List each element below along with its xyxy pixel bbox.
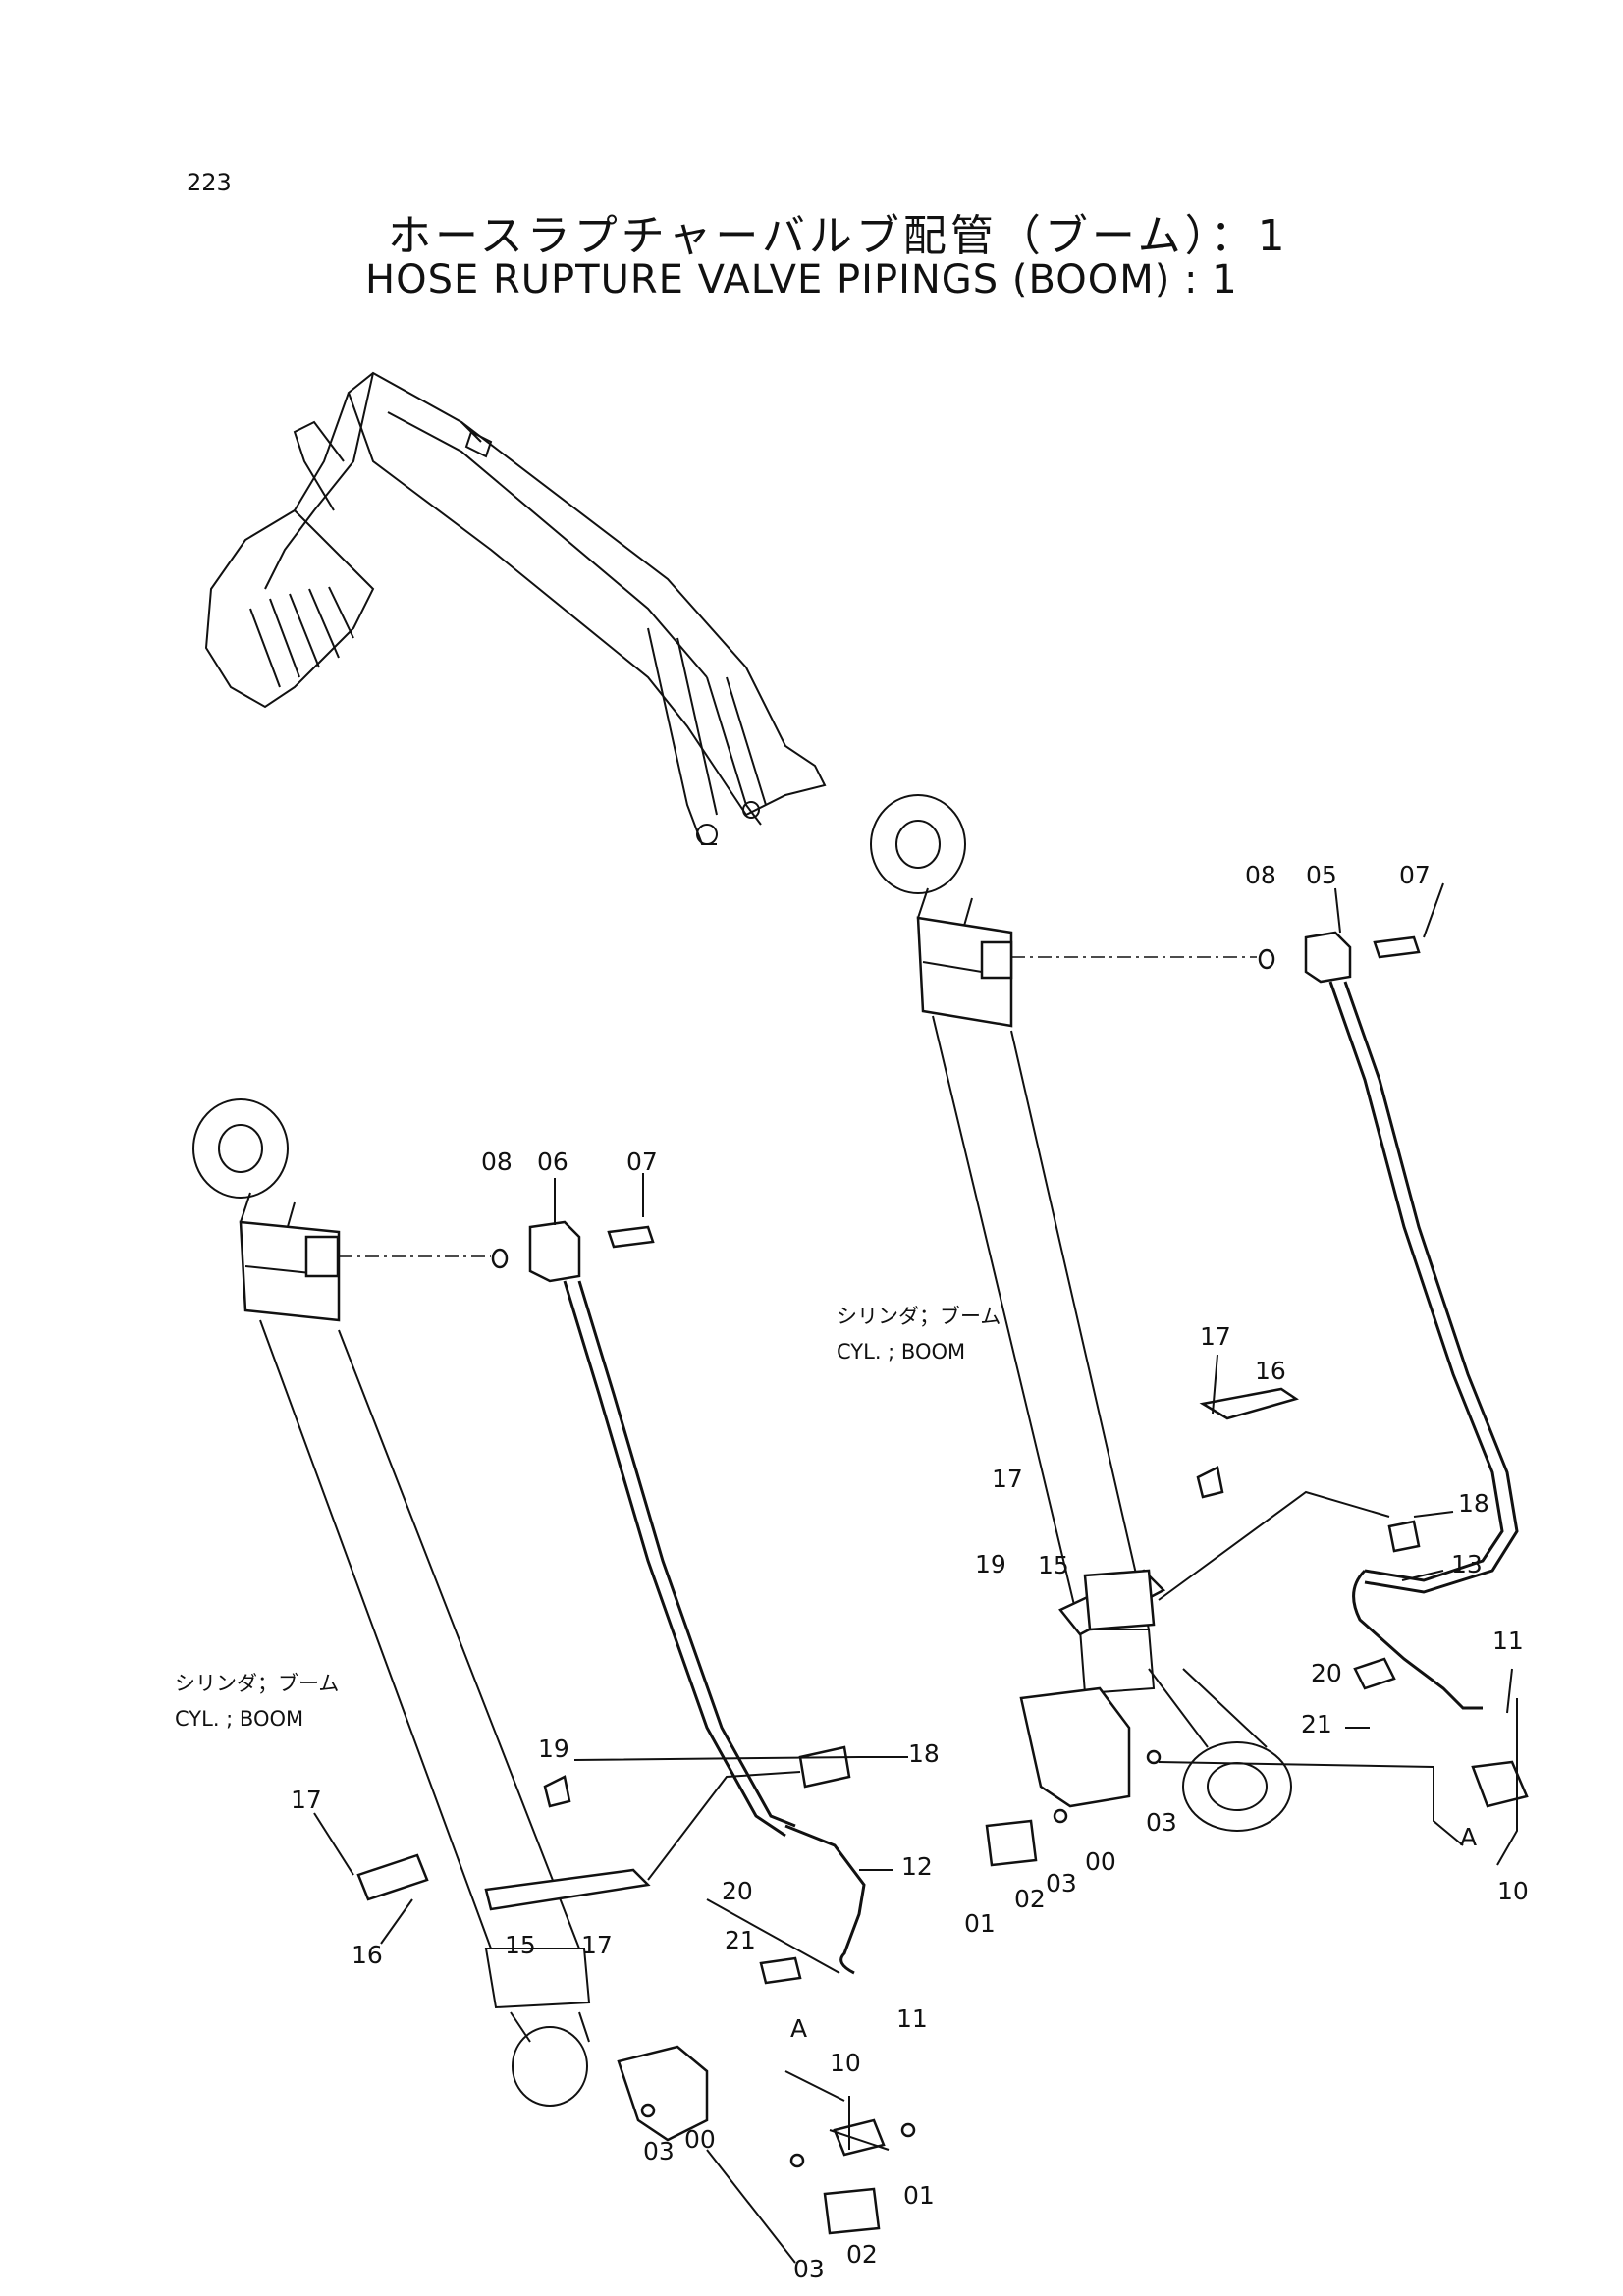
note-english: CYL. ; BOOM (837, 1340, 965, 1363)
callout-label: 10 (830, 2049, 861, 2077)
left-pipe-assembly (339, 1220, 916, 2264)
callout-label: 18 (1458, 1489, 1489, 1518)
callout-label: 17 (1200, 1322, 1231, 1351)
callout-label: 01 (903, 2181, 935, 2210)
callout-label: 10 (1497, 1877, 1529, 1905)
callout-label: 06 (537, 1148, 568, 1176)
right-assembly-callouts: 08 05 07 17 16 17 18 19 15 13 11 20 21 0… (837, 861, 1529, 1938)
right-boom-cylinder (870, 794, 1292, 1832)
callout-label: 21 (725, 1926, 756, 1954)
callout-label: 11 (896, 2004, 928, 2033)
callout-label: 02 (846, 2240, 878, 2269)
title-japanese: ホースラプチャーバルブ配管（ブーム）：1 (388, 211, 1289, 261)
callout-label: 15 (505, 1931, 536, 1959)
callout-label: 07 (626, 1148, 658, 1176)
note-english: CYL. ; BOOM (175, 1707, 303, 1731)
callout-label: 17 (581, 1931, 613, 1959)
title-english: HOSE RUPTURE VALVE PIPINGS (BOOM) : 1 (365, 257, 1238, 302)
callout-label: 08 (481, 1148, 513, 1176)
right-pipe-assembly (985, 931, 1529, 1867)
callout-label: 03 (1146, 1808, 1177, 1837)
callout-label: 11 (1492, 1627, 1524, 1655)
callout-label: 19 (975, 1550, 1006, 1578)
callout-label: 17 (291, 1786, 322, 1814)
note-japanese: シリンダ；ブーム (175, 1672, 339, 1695)
left-assembly-callouts: 08 06 07 19 18 17 16 15 17 12 20 21 A 10… (175, 1148, 940, 2283)
callout-label: 20 (1311, 1659, 1342, 1687)
left-boom-cylinder (192, 1098, 591, 2107)
callout-label: 16 (352, 1941, 383, 1969)
callout-label: 20 (722, 1877, 753, 1905)
callout-label: 16 (1255, 1357, 1286, 1385)
note-japanese: シリンダ；ブーム (837, 1305, 1001, 1328)
excavator-overview-illustration (204, 371, 827, 845)
callout-label: 12 (901, 1852, 933, 1881)
callout-label: 19 (538, 1735, 569, 1763)
callout-label: 07 (1399, 861, 1431, 889)
callout-label: 13 (1451, 1550, 1483, 1578)
callout-label: 17 (992, 1465, 1023, 1493)
callout-label: A (1460, 1823, 1477, 1851)
callout-label: 18 (908, 1739, 940, 1768)
leader-lines (313, 882, 1518, 2151)
callout-label: 03 (643, 2137, 675, 2165)
callout-label: 00 (684, 2125, 716, 2154)
callout-label: 02 (1014, 1885, 1046, 1913)
callout-label: 05 (1306, 861, 1337, 889)
callout-label: 00 (1085, 1847, 1116, 1876)
callout-label: 01 (964, 1909, 996, 1938)
callout-label: 03 (1046, 1869, 1077, 1897)
page-number: 223 (187, 169, 232, 196)
callout-label: 15 (1038, 1551, 1069, 1579)
callout-label: 08 (1245, 861, 1276, 889)
callout-label: A (790, 2014, 807, 2043)
callout-label: 21 (1301, 1710, 1332, 1738)
callout-label: 03 (793, 2255, 825, 2283)
